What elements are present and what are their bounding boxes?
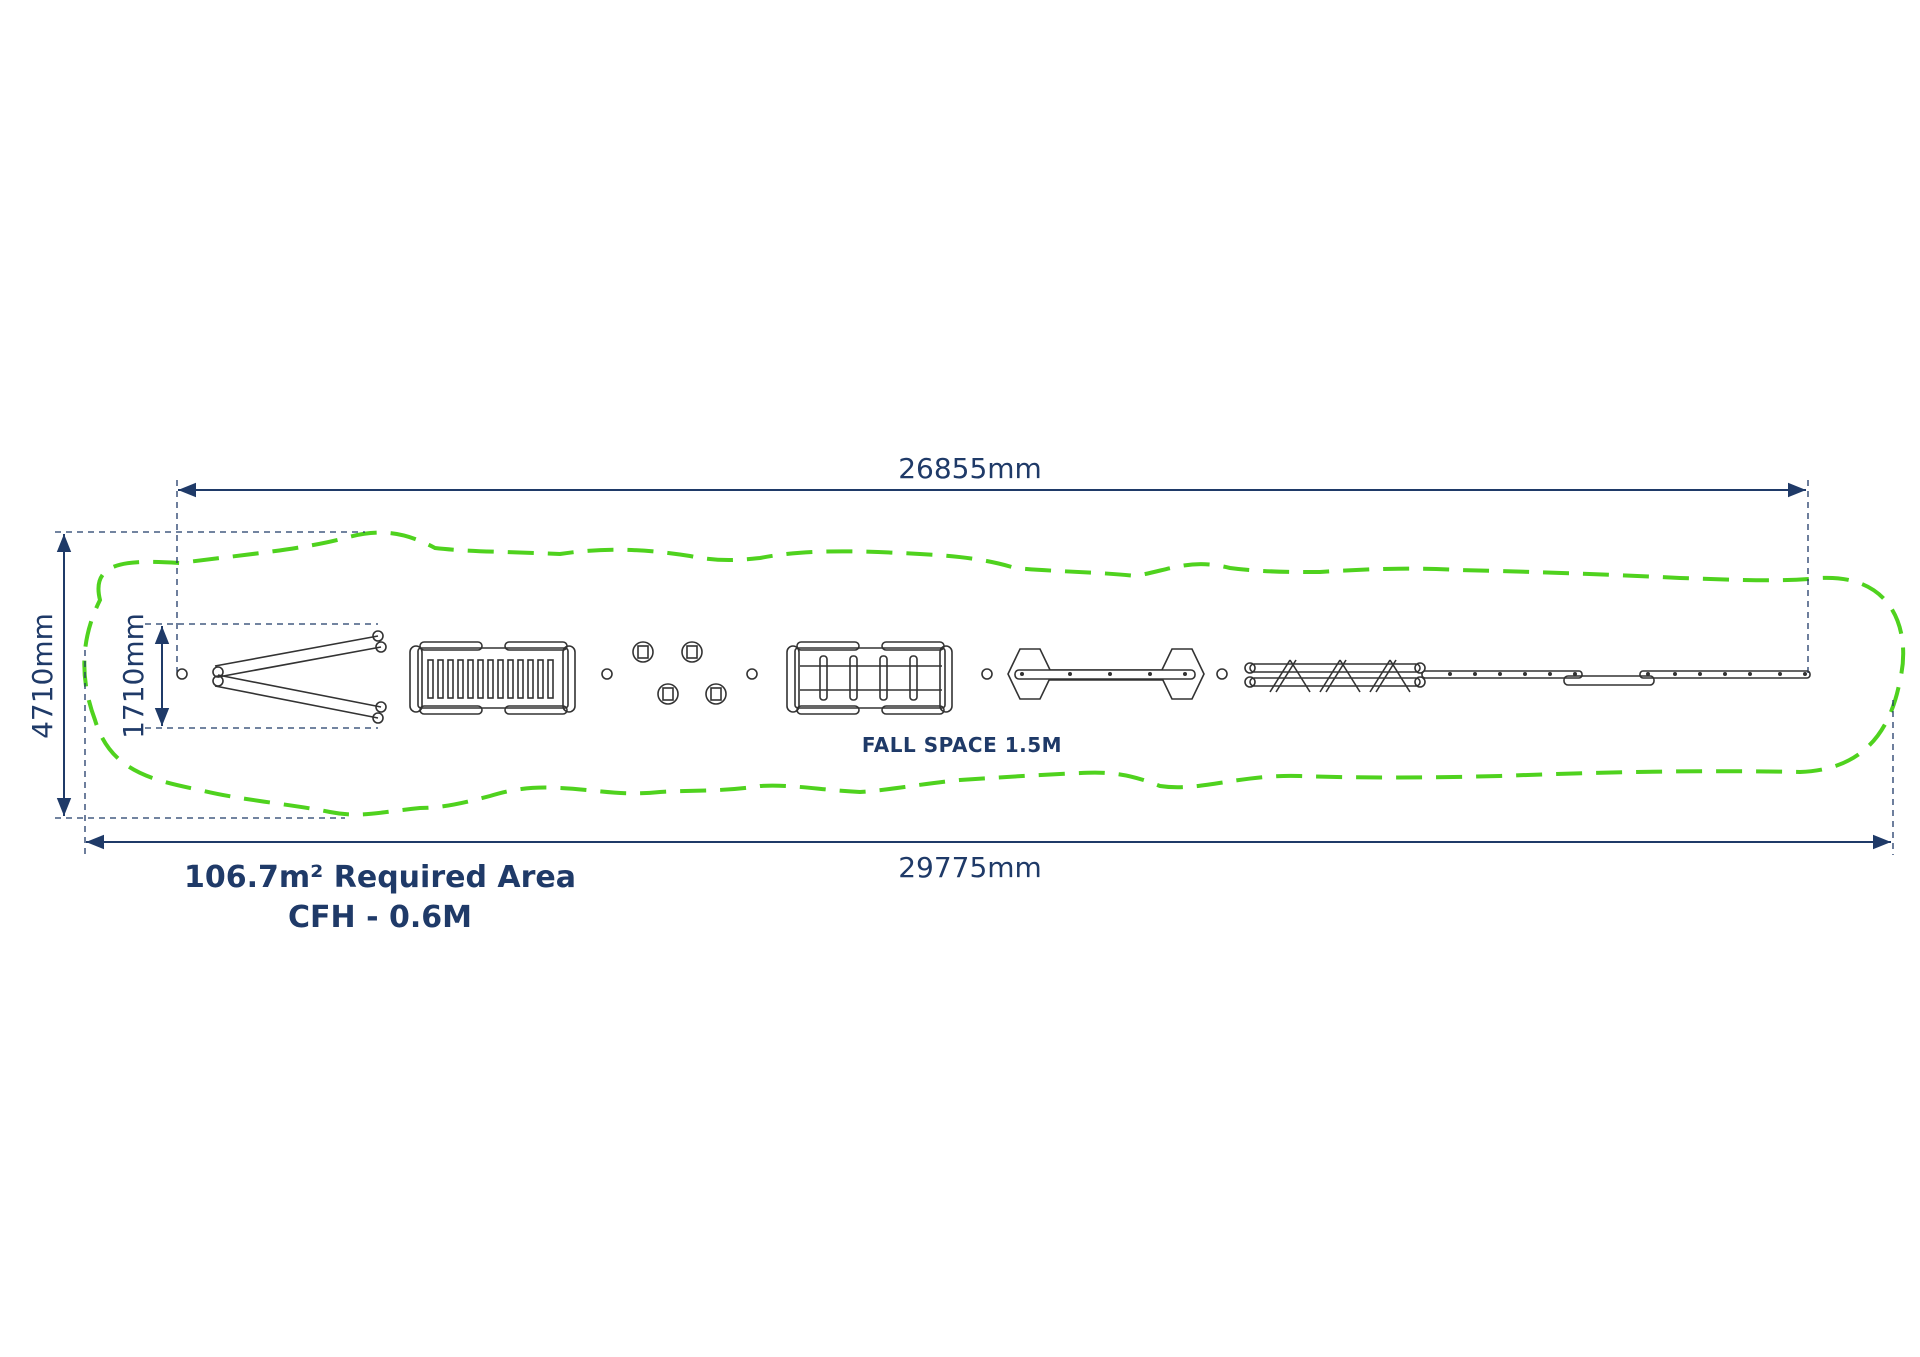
extension-lines xyxy=(55,480,1894,855)
post-marker xyxy=(1216,668,1228,680)
v-balance-beams xyxy=(212,630,387,724)
ladder-bridge xyxy=(409,641,576,715)
post-marker xyxy=(601,668,613,680)
post-marker xyxy=(176,668,188,680)
long-balance-beam xyxy=(1421,670,1811,686)
stepping-stones xyxy=(632,641,727,705)
equipment-group xyxy=(176,630,1811,724)
dimension-label-4710: 4710mm xyxy=(26,613,59,739)
dimension-label-29775: 29775mm xyxy=(898,851,1042,884)
required-area-label: 106.7m² Required Area xyxy=(184,860,576,895)
dimension-label-26855: 26855mm xyxy=(898,452,1042,485)
dimension-label-1710: 1710mm xyxy=(117,613,150,739)
hurdle-bridge xyxy=(786,641,953,715)
post-marker xyxy=(746,668,758,680)
fall-space-label: FALL SPACE 1.5M xyxy=(862,733,1062,757)
cross-bar-section xyxy=(1244,659,1426,693)
critical-fall-height-label: CFH - 0.6M xyxy=(288,900,472,935)
hexagon-balance-beam xyxy=(1007,648,1205,700)
fall-zone-outline xyxy=(82,530,1906,817)
post-marker xyxy=(981,668,993,680)
